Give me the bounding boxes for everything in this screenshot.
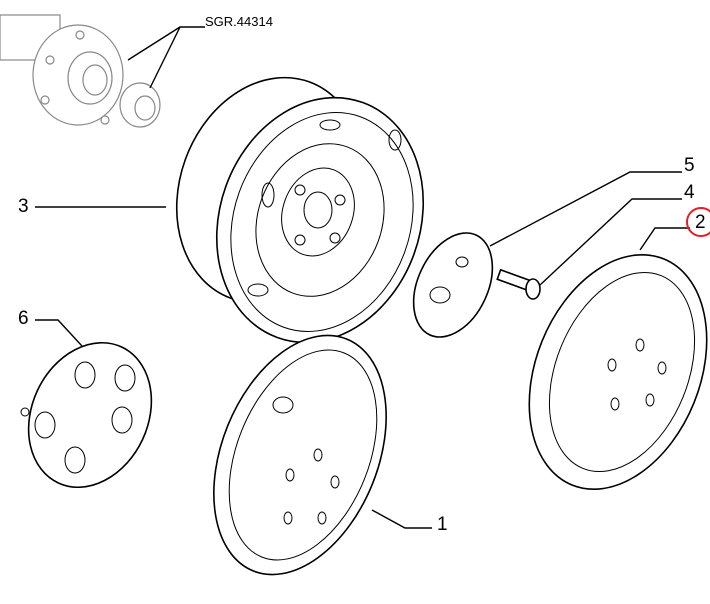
mounting-plate: [412, 232, 494, 338]
hub-assembly: [0, 14, 161, 128]
callout-hubcap: 1: [437, 514, 448, 535]
leader-lines: [35, 26, 690, 529]
highlight-circle: [686, 207, 710, 237]
hubcap-alt: [528, 253, 708, 491]
callout-wheel: 3: [18, 196, 29, 217]
callout-plate: 5: [684, 155, 695, 176]
steel-wheel: [175, 76, 425, 344]
reference-code-label: SGR.44314: [205, 14, 273, 29]
callout-bolt: 4: [684, 182, 695, 203]
bolt: [496, 268, 541, 300]
hubcap: [213, 334, 387, 576]
callout-center-cap: 6: [18, 308, 29, 329]
callout-hubcap-alt: 2: [695, 212, 706, 233]
center-cap: [20, 341, 153, 489]
